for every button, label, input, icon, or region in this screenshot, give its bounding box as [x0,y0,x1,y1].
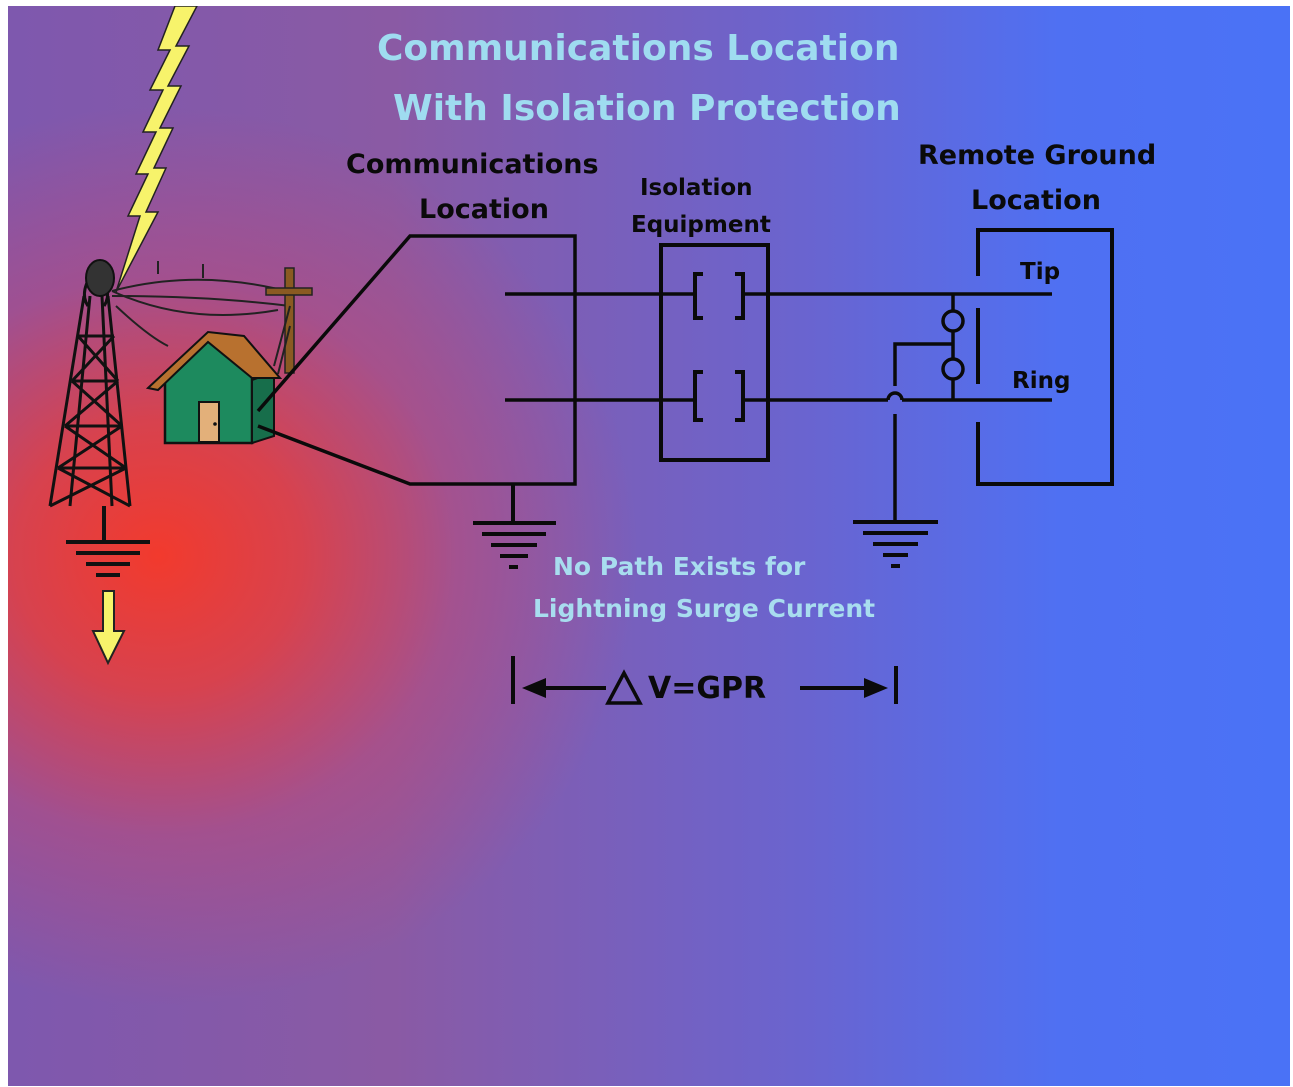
isolation-capacitor-ring-icon [693,370,745,422]
isolation-diagram [48,6,1114,705]
protector-icon [893,294,965,522]
ring-conductor [505,391,1052,402]
lightning-glow [8,106,638,1006]
isolation-label-1: Isolation [640,175,753,201]
comm-location-label-1: Communications [346,149,599,180]
diagram-slide: Communications Location With Isolation P… [8,6,1290,1086]
tower-ground-icon [66,506,150,577]
isolation-label-2: Equipment [631,212,771,238]
radio-tower-icon [48,267,132,508]
zoom-lines [256,234,577,486]
house-icon [145,330,283,445]
remote-location-box [976,228,1114,486]
comm-ground-icon [473,484,556,569]
isolation-capacitor-tip-icon [693,272,745,320]
overhead-wires [111,261,291,347]
gpr-label: V=GPR [648,671,767,706]
title-line-2: With Isolation Protection [393,88,901,129]
no-path-note-1: No Path Exists for [553,552,806,581]
ring-label: Ring [1012,368,1071,394]
remote-label-1: Remote Ground [918,140,1157,171]
comm-location-label-2: Location [419,194,549,225]
remote-label-2: Location [971,185,1101,216]
tip-label: Tip [1020,259,1061,285]
remote-ground-icon [853,520,938,568]
gpr-dimension [511,656,898,704]
no-path-note-2: Lightning Surge Current [533,594,876,623]
tower-dish-icon [85,259,115,297]
isolation-box [659,243,770,462]
title-line-1: Communications Location [377,28,900,69]
down-arrow-icon [91,590,126,666]
lightning-bolt-icon [115,6,198,293]
delta-icon [605,669,643,705]
